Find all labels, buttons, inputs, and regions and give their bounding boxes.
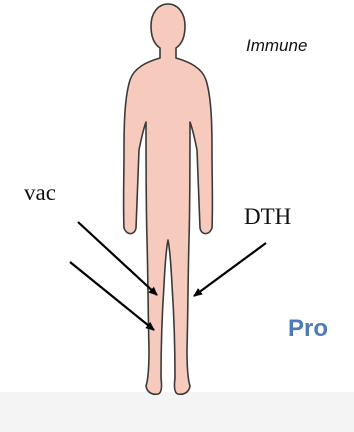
arrow-vac-upper-icon <box>78 222 157 295</box>
vac-label: vac <box>24 180 56 206</box>
pro-heading: Pro <box>288 315 328 343</box>
immune-label: Immune <box>246 36 307 56</box>
arrow-dth-icon <box>194 243 266 296</box>
dth-label: DTH <box>244 204 291 230</box>
body-silhouette-icon <box>124 4 213 394</box>
arrow-vac-lower-icon <box>70 262 154 330</box>
